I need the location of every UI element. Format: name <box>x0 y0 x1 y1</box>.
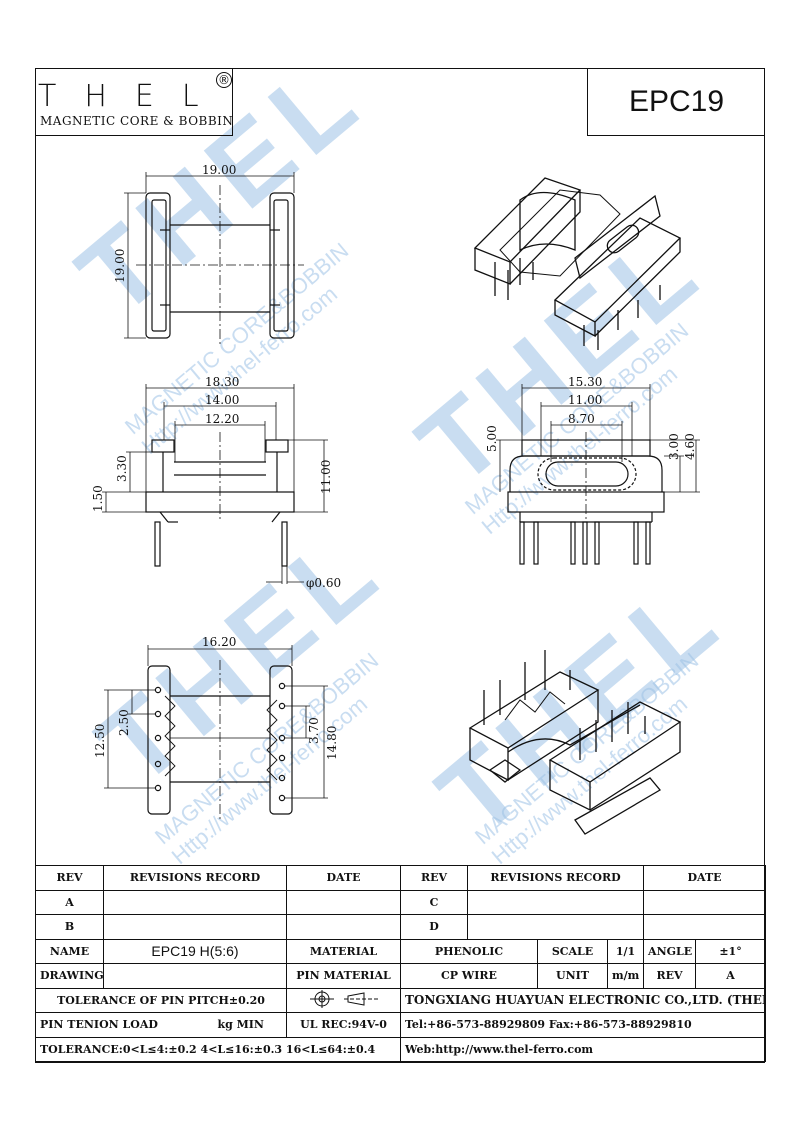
angle-label: ANGLE <box>643 938 697 964</box>
drawing-no-value <box>103 963 287 989</box>
date-header-right: DATE <box>643 865 767 891</box>
drawing-no-label: DRAWING NO <box>35 963 104 989</box>
dim-side-flange-height: 3.30 <box>115 455 129 482</box>
tel-fax: Tel:+86-573-88929809 Fax:+86-573-8892981… <box>399 1012 767 1038</box>
dim-side-base-height: 1.50 <box>91 485 105 512</box>
side-view <box>102 384 328 584</box>
bottom-view <box>104 645 328 820</box>
top-view <box>124 172 304 345</box>
dim-side-total-height: 11.00 <box>319 460 333 494</box>
dim-bottom-pitch: 2.50 <box>117 709 131 736</box>
rev-b: B <box>35 914 104 940</box>
dim-top-height: 19.00 <box>113 249 127 283</box>
pitch-row: TOLERANCE OF PIN PITCH±0.20 TONGXIANG HU… <box>35 987 767 1013</box>
pin-material-value: CP WIRE <box>400 963 538 989</box>
rev-a-record <box>103 889 287 915</box>
rev-a-date <box>286 889 401 915</box>
projection-symbol <box>286 987 401 1013</box>
general-tolerance: TOLERANCE:0<L≤4:±0.2 4<L≤16:±0.3 16<L≤64… <box>35 1036 401 1062</box>
rev-c-date <box>643 889 767 915</box>
drawing-no-row: DRAWING NO PIN MATERIAL CP WIRE UNIT m/m… <box>35 963 767 989</box>
title-block: REV REVISIONS RECORD DATE REV REVISIONS … <box>35 865 767 1063</box>
angle-value: ±1° <box>695 938 767 964</box>
rev-d-date <box>643 914 767 940</box>
dim-front-width-outer: 15.30 <box>568 375 602 389</box>
revisions-record-header-right: REVISIONS RECORD <box>466 865 645 891</box>
name-row: NAME EPC19 H(5:6) MATERIAL PHENOLIC SCAL… <box>35 938 767 964</box>
dim-side-width-mid: 14.00 <box>205 393 239 407</box>
isometric-view-top <box>473 177 682 350</box>
dim-side-width-outer: 18.30 <box>205 375 239 389</box>
material-value: PHENOLIC <box>400 938 538 964</box>
revisions-record-header: REVISIONS RECORD <box>103 865 287 891</box>
scale-label: SCALE <box>537 938 608 964</box>
logo-subtitle: MAGNETIC CORE & BOBBIN <box>40 114 234 128</box>
rev-value: A <box>695 963 767 989</box>
pin-tension-cell: PIN TENION LOAD kg MIN <box>35 1012 287 1038</box>
dim-front-height-a: 3.00 <box>667 433 681 460</box>
rev-b-date <box>286 914 401 940</box>
pin-tension-label: PIN TENION LOAD <box>40 1018 158 1032</box>
dim-side-width-inner: 12.20 <box>205 412 239 426</box>
rev-b-record <box>103 914 287 940</box>
revision-row-a: A C <box>35 889 767 915</box>
dim-front-width-mid: 11.00 <box>568 393 602 407</box>
rev-d-record <box>466 914 645 940</box>
material-label: MATERIAL <box>286 938 401 964</box>
rev-label: REV <box>643 963 697 989</box>
pin-tension-unit: kg MIN <box>217 1018 264 1032</box>
rev-d: D <box>400 914 468 940</box>
rev-header-right: REV <box>400 865 468 891</box>
revision-row-b: B D <box>35 914 767 940</box>
dim-bottom-height-right: 14.80 <box>325 726 339 760</box>
scale-value: 1/1 <box>606 938 645 964</box>
pin-material-label: PIN MATERIAL <box>286 963 401 989</box>
dim-top-width: 19.00 <box>202 163 236 177</box>
dim-bottom-height-outer: 12.50 <box>93 724 107 758</box>
dim-front-height-left: 5.00 <box>485 425 499 452</box>
dim-bottom-height-mid: 3.70 <box>307 717 321 744</box>
first-angle-projection-icon <box>309 989 378 1008</box>
dim-pin-diameter: φ0.60 <box>306 576 341 590</box>
logo-wordmark: THEL <box>38 79 227 114</box>
dim-bottom-width: 16.20 <box>202 635 236 649</box>
rev-header: REV <box>35 865 104 891</box>
ul-rec: UL REC:94V-0 <box>286 1012 401 1038</box>
revision-header-row: REV REVISIONS RECORD DATE REV REVISIONS … <box>35 865 767 891</box>
logo-box <box>35 68 233 136</box>
company-name: TONGXIANG HUAYUAN ELECTRONIC CO.,LTD. (T… <box>399 987 767 1013</box>
rev-a: A <box>35 889 104 915</box>
front-view <box>496 384 700 565</box>
rev-c: C <box>400 889 468 915</box>
name-value: EPC19 H(5:6) <box>103 938 287 964</box>
rev-c-record <box>466 889 645 915</box>
pin-pitch-tolerance: TOLERANCE OF PIN PITCH±0.20 <box>35 987 287 1013</box>
pin-tension-row: PIN TENION LOAD kg MIN UL REC:94V-0 Tel:… <box>35 1012 767 1038</box>
drawing-frame <box>35 68 765 1063</box>
part-number-title: EPC19 <box>587 68 765 136</box>
date-header: DATE <box>286 865 401 891</box>
registered-mark: ® <box>216 72 232 88</box>
dim-front-height-b: 4.60 <box>683 433 697 460</box>
unit-label: UNIT <box>537 963 608 989</box>
isometric-view-bottom <box>468 650 682 835</box>
tolerance-row: TOLERANCE:0<L≤4:±0.2 4<L≤16:±0.3 16<L≤64… <box>35 1036 767 1062</box>
unit-value: m/m <box>606 963 645 989</box>
name-label: NAME <box>35 938 104 964</box>
website: Web:http://www.thel-ferro.com <box>399 1036 767 1062</box>
dim-front-width-inner: 8.70 <box>568 412 595 426</box>
